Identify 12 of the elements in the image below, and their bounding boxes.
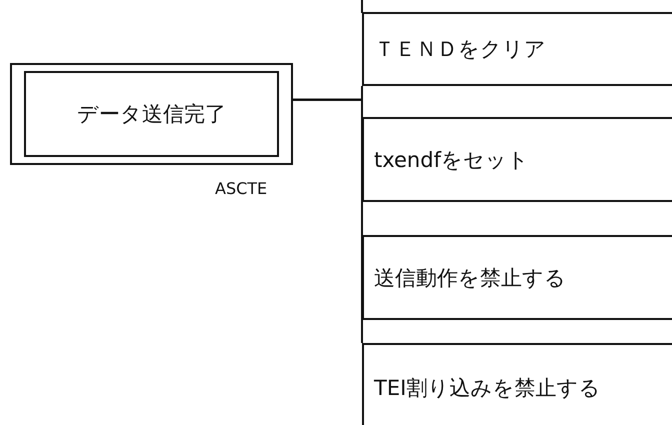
step-label: txendfをセット bbox=[374, 146, 529, 174]
step-label: ＴＥＮＤをクリア bbox=[374, 36, 546, 63]
step-label: 送信動作を禁止する bbox=[374, 264, 566, 292]
signal-name: ASCTE bbox=[215, 179, 268, 198]
step-label: TEI割り込みを禁止する bbox=[374, 375, 600, 402]
sequence-box bbox=[362, 343, 672, 425]
process-label: データ送信完了 bbox=[77, 101, 226, 128]
sequence-box bbox=[362, 235, 672, 320]
sequence-box bbox=[362, 117, 672, 202]
process-box bbox=[10, 63, 293, 165]
sequence-box bbox=[362, 12, 672, 86]
connector-line bbox=[293, 98, 363, 343]
